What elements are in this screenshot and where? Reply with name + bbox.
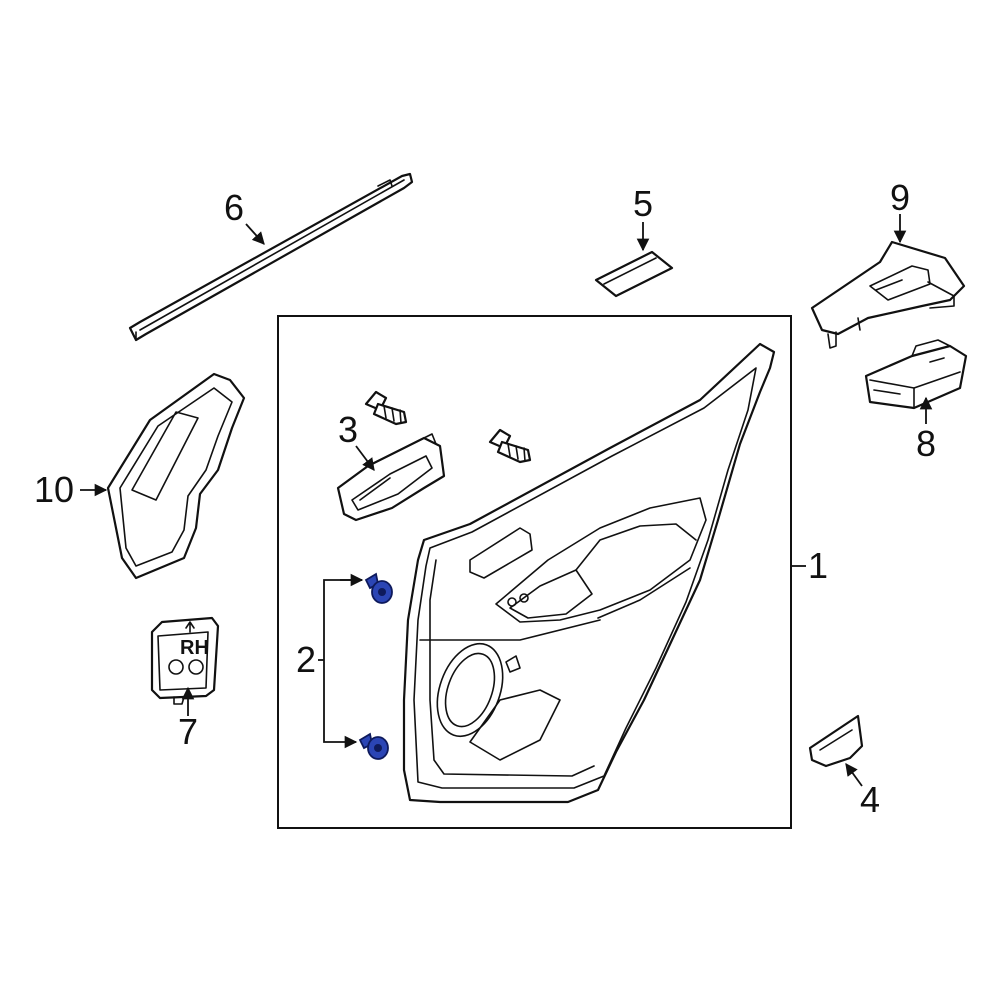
screw-upper[interactable] — [364, 390, 408, 426]
part-3-inside-handle[interactable] — [336, 433, 446, 522]
rh-marking: RH — [180, 637, 209, 659]
part-9-switch-bezel[interactable] — [810, 240, 966, 349]
callout-2: 2 — [296, 639, 316, 680]
part-5-pad[interactable] — [594, 250, 674, 298]
leader-6 — [245, 223, 265, 245]
callout-4: 4 — [860, 779, 880, 820]
part-7-mirror-switch[interactable]: RH — [150, 616, 220, 705]
assembly-boundary-box — [277, 315, 792, 829]
screw-lower[interactable] — [488, 428, 532, 464]
part-8-window-switch[interactable] — [864, 339, 968, 410]
callout-6: 6 — [224, 187, 244, 228]
leader-3 — [355, 445, 375, 472]
part-4-cover[interactable] — [808, 714, 864, 768]
callout-3: 3 — [338, 409, 358, 450]
callout-8: 8 — [916, 423, 936, 464]
part-1-door-trim-panel[interactable] — [402, 342, 776, 804]
part-2-clip-lower[interactable] — [358, 732, 389, 760]
callout-7: 7 — [178, 711, 198, 752]
part-10-deflector[interactable] — [106, 372, 246, 580]
part-2-clip-upper[interactable] — [364, 572, 393, 604]
callout-10: 10 — [34, 469, 74, 510]
leader-2-bracket — [323, 579, 362, 660]
leader-2-lower — [323, 660, 358, 749]
callout-5: 5 — [633, 183, 653, 224]
leader-4 — [845, 762, 863, 787]
part-6-belt-weatherstrip[interactable] — [128, 172, 414, 342]
callout-1: 1 — [808, 545, 828, 586]
callout-9: 9 — [890, 177, 910, 218]
